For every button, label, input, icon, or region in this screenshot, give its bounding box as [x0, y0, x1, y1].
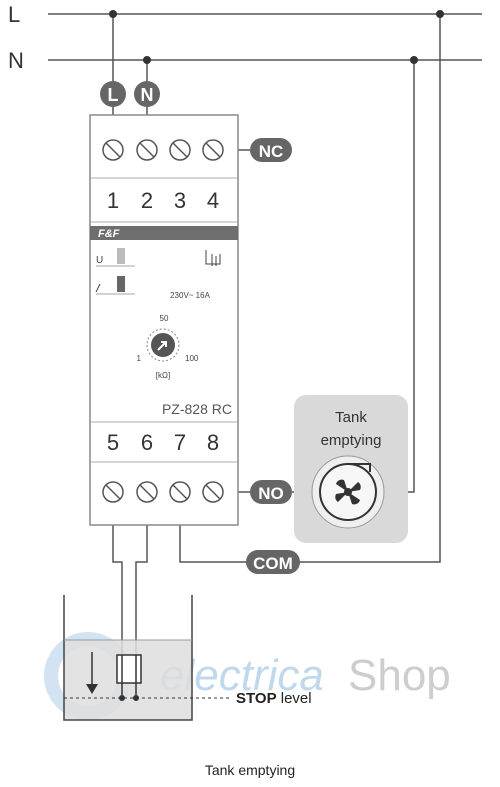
screw-terminal-3 — [169, 139, 191, 161]
stop-level-label: STOP level — [236, 690, 312, 707]
terminal-number-7: 7 — [174, 430, 186, 455]
supply-lines — [48, 13, 482, 61]
dial-label-min: 1 — [137, 354, 142, 363]
u-indicator-led — [117, 248, 125, 264]
dial-label-mid: 50 — [160, 314, 169, 323]
pump-box: Tank emptying — [294, 395, 408, 543]
tank — [63, 595, 232, 721]
dial-unit: [kΩ] — [156, 371, 170, 380]
voltage-rating: 230V~ 16A — [170, 291, 210, 300]
badge-nc: NC — [250, 138, 292, 162]
wire-l-com — [298, 14, 441, 563]
brand-bar — [90, 226, 238, 240]
top-screws — [102, 139, 224, 161]
terminal-number-5: 5 — [107, 430, 119, 455]
terminal-number-4: 4 — [207, 188, 219, 213]
screw-terminal-4 — [202, 139, 224, 161]
screw-terminal-8 — [202, 481, 224, 503]
wire-t6-probe — [135, 496, 148, 660]
badge-no: NO — [250, 480, 292, 504]
screw-terminal-2 — [136, 139, 158, 161]
bottom-screws — [102, 481, 224, 503]
model-label: PZ-828 RC — [162, 401, 232, 417]
screw-terminal-1 — [102, 139, 124, 161]
pump-icon — [311, 455, 385, 529]
line-l-label: L — [8, 2, 20, 27]
tank-walls — [63, 595, 193, 721]
relay-indicator-led — [117, 276, 125, 292]
wire-t5-probe — [112, 496, 123, 660]
badge-com: COM — [246, 550, 300, 574]
svg-text:N: N — [141, 85, 154, 105]
u-indicator-label: U — [96, 255, 103, 266]
screw-terminal-5 — [102, 481, 124, 503]
dial-arrow-icon — [157, 341, 167, 351]
level-probe — [116, 654, 142, 684]
pump-title-line2: emptying — [321, 432, 382, 449]
badge-n: N — [134, 81, 160, 107]
terminal-number-6: 6 — [141, 430, 153, 455]
relay-module: 1 2 3 4 F&F U 230V~ 16A 50 1 100 [kΩ] — [89, 114, 239, 526]
terminal-number-3: 3 — [174, 188, 186, 213]
screw-terminal-7 — [169, 481, 191, 503]
svg-text:L: L — [108, 85, 119, 105]
brand-logo: F&F — [98, 228, 120, 240]
dial-label-max: 100 — [185, 354, 199, 363]
terminal-number-2: 2 — [141, 188, 153, 213]
terminal-number-8: 8 — [207, 430, 219, 455]
line-n-label: N — [8, 48, 24, 73]
watermark-shop: Shop — [348, 651, 451, 700]
caption: Tank emptying — [205, 762, 295, 778]
svg-text:COM: COM — [253, 554, 293, 573]
svg-text:NC: NC — [259, 142, 284, 161]
svg-text:NO: NO — [258, 484, 284, 503]
screw-terminal-6 — [136, 481, 158, 503]
terminal-number-1: 1 — [107, 188, 119, 213]
pump-title-line1: Tank — [335, 409, 367, 426]
badge-l: L — [100, 81, 126, 107]
drain-arrow-icon — [86, 652, 98, 694]
level-symbol-icon — [205, 250, 221, 266]
sensitivity-dial: 50 1 100 [kΩ] — [137, 314, 199, 380]
junctions — [109, 10, 444, 64]
relay-indicator-symbol — [95, 283, 101, 293]
